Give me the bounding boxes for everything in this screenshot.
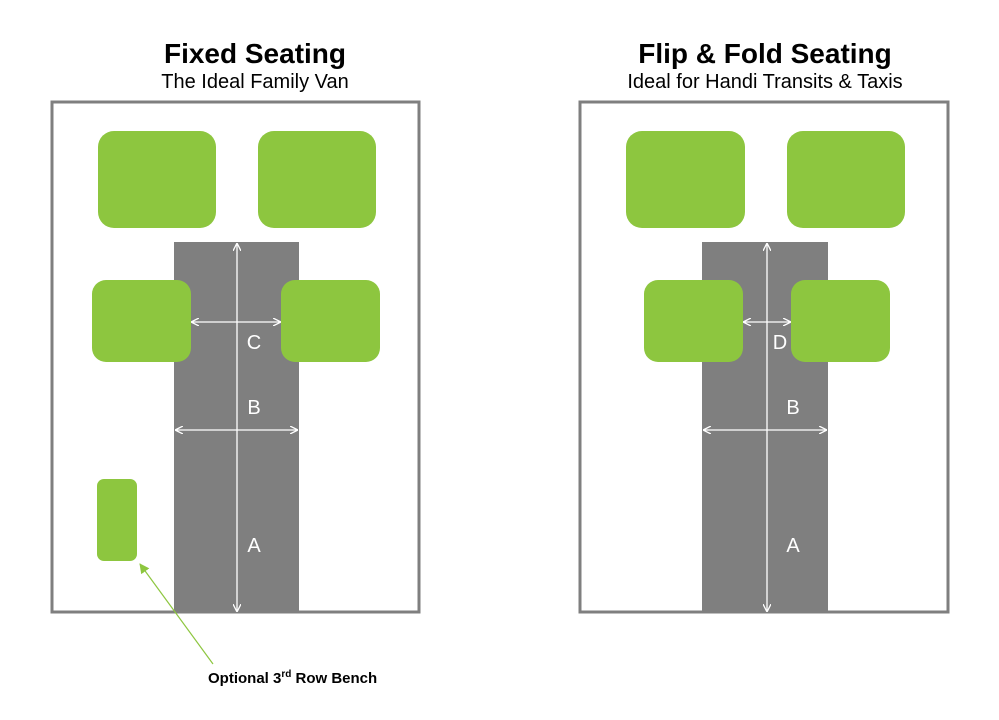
callout-prefix: Optional 3 (208, 670, 282, 687)
right-front-seat-right (787, 131, 905, 228)
right-subtitle: Ideal for Handi Transits & Taxis (627, 71, 903, 93)
left-front-seat-right (258, 131, 376, 228)
right-front-seat-left (626, 131, 745, 228)
left-label-a: A (247, 535, 261, 557)
bench-callout-arrow (139, 563, 214, 665)
left-front-seat-left (98, 131, 216, 228)
left-label-c: C (247, 332, 261, 354)
right-label-a: A (786, 535, 800, 557)
left-middle-seat-right (281, 280, 380, 362)
left-middle-seat-left (92, 280, 191, 362)
right-label-b: B (786, 397, 799, 419)
left-subtitle: The Ideal Family Van (161, 71, 349, 93)
bench-callout-label: Optional 3rd Row Bench (208, 669, 377, 687)
callout-superscript: rd (281, 669, 292, 680)
right-middle-seat-left (644, 280, 743, 362)
left-panel: C B A (50, 100, 421, 665)
right-title: Flip & Fold Seating (638, 38, 892, 69)
left-label-b: B (247, 397, 260, 419)
right-label-d: D (773, 332, 787, 354)
right-middle-seat-right (791, 280, 890, 362)
right-panel: D B A (578, 100, 950, 614)
left-title: Fixed Seating (163, 38, 347, 69)
callout-suffix: Row Bench (291, 670, 378, 687)
left-third-row-bench (97, 479, 137, 561)
